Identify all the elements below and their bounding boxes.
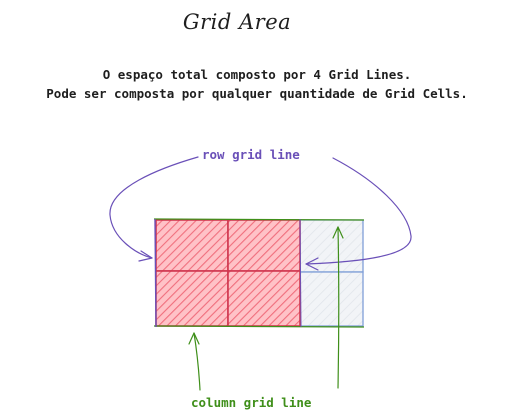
top-row-grid-line [153,218,365,221]
column-grid-line-label: column grid line [191,395,312,410]
description-line-2: Pode ser composta por qualquer quantidad… [46,86,468,101]
bottom-row-grid-line [153,325,365,328]
column-arrow-left [193,332,201,391]
diagram-title: Grid Area [182,10,292,34]
grid-cell-area-2 [227,219,301,272]
empty-grid-cells [299,219,364,327]
column-arrow-left-head [188,332,200,345]
grid-cell-area-4 [227,270,301,327]
row-arrow-right [305,157,412,265]
grid-area [155,219,301,327]
column-grid-line-arrows [188,226,344,391]
description-line-1: O espaço total composto por 4 Grid Lines… [102,67,412,82]
grid-cell-area-1 [155,219,229,272]
row-grid-line-label: row grid line [202,147,300,162]
row-arrow-left-head [138,250,153,262]
grid-cell-area-3 [155,270,229,327]
column-arrow-right-head [332,226,344,239]
column-arrow-right [337,226,340,389]
left-column-grid-line [154,218,157,328]
row-arrow-right-head [305,257,319,271]
row-arrow-left [109,156,199,259]
row-grid-line-arrows [109,156,412,271]
grid-cell-empty-bottom [299,271,364,327]
middle-column-grid-line [299,218,302,328]
